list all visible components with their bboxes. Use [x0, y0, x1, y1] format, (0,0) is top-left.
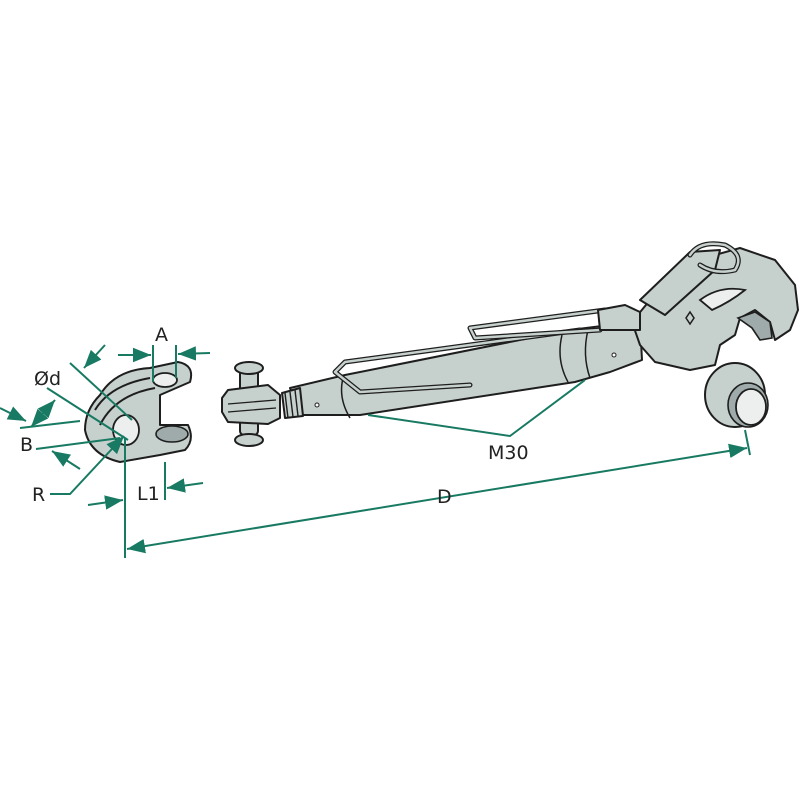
dimension-lines — [0, 344, 751, 558]
top-link-body — [281, 307, 643, 419]
thread-label-m30: M30 — [488, 442, 529, 464]
dimension-label-d: D — [437, 486, 452, 508]
dimension-label-r: R — [32, 484, 46, 506]
ball-joint — [704, 362, 769, 428]
dimension-label-l1: L1 — [137, 483, 160, 505]
pin-with-hex — [221, 361, 281, 447]
dimension-label-b: B — [20, 434, 34, 456]
dimension-label-a: A — [155, 324, 168, 346]
quick-hitch-hook — [597, 241, 799, 371]
dimension-label-diameter-d: Ød — [34, 368, 62, 390]
